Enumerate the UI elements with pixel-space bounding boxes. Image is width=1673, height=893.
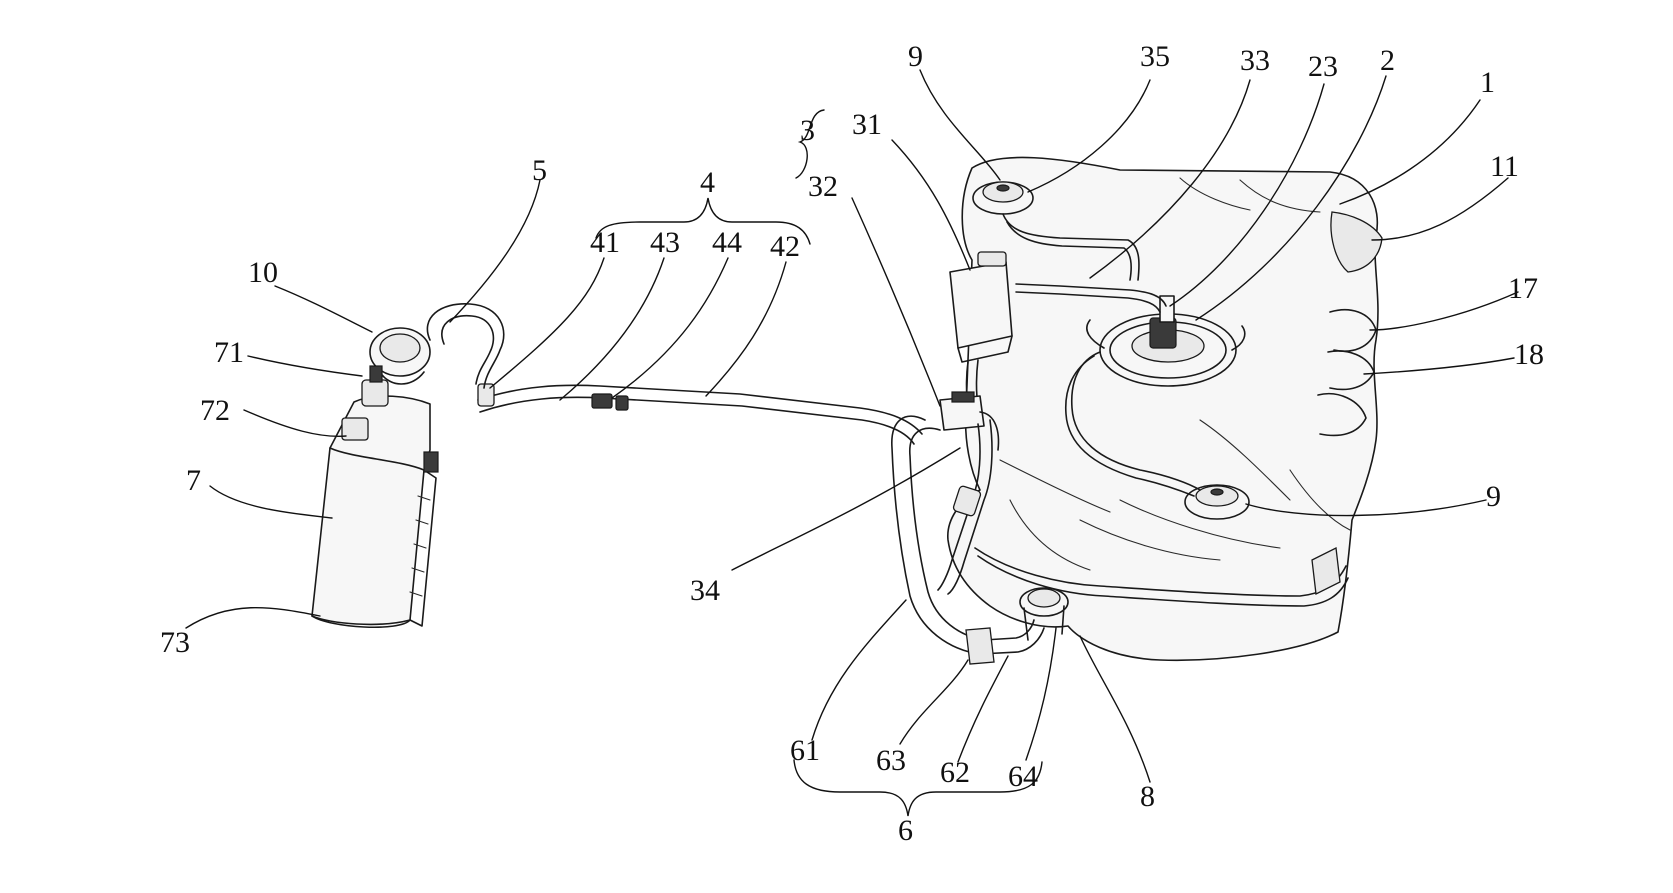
- label-64: 64: [1008, 760, 1038, 793]
- label-4: 4: [700, 166, 715, 199]
- filler-vent-line: [426, 303, 505, 389]
- label-72: 72: [200, 394, 230, 427]
- label-34: 34: [690, 574, 720, 607]
- label-44: 44: [712, 226, 742, 259]
- label-11: 11: [1490, 150, 1519, 183]
- label-32: 32: [808, 170, 838, 203]
- reference-numerals: 1 2 3 4 5 6 7 8 9 9 10 11 17 18 23 31 32…: [160, 40, 1544, 847]
- label-7: 7: [186, 464, 201, 497]
- label-42: 42: [770, 230, 800, 263]
- label-9-top: 9: [908, 40, 923, 73]
- vent-lines: [1002, 213, 1201, 497]
- label-18: 18: [1514, 338, 1544, 371]
- label-17: 17: [1508, 272, 1538, 305]
- charcoal-canister: [311, 365, 439, 628]
- label-5: 5: [532, 154, 547, 187]
- label-73: 73: [160, 626, 190, 659]
- label-41: 41: [590, 226, 620, 259]
- label-61: 61: [790, 734, 820, 767]
- label-3: 3: [800, 114, 815, 147]
- label-23: 23: [1308, 50, 1338, 83]
- label-62: 62: [940, 756, 970, 789]
- fuel-tank: [947, 156, 1383, 662]
- desorption-line: [937, 419, 993, 595]
- solenoid-valve: [939, 391, 1000, 451]
- label-10: 10: [248, 256, 278, 289]
- filler-cap: [369, 327, 431, 385]
- label-35: 35: [1140, 40, 1170, 73]
- label-6: 6: [898, 814, 913, 847]
- label-31: 31: [852, 108, 882, 141]
- filler-pipe: [891, 415, 1069, 665]
- label-8: 8: [1140, 780, 1155, 813]
- top-vent-valve: [972, 181, 1034, 215]
- label-2: 2: [1380, 44, 1395, 77]
- label-43: 43: [650, 226, 680, 259]
- label-71: 71: [214, 336, 244, 369]
- vent-hose-assembly: [477, 383, 923, 445]
- label-33: 33: [1240, 44, 1270, 77]
- label-63: 63: [876, 744, 906, 777]
- label-1: 1: [1480, 66, 1495, 99]
- rear-vent-valve: [1184, 484, 1250, 520]
- label-9-right: 9: [1486, 480, 1501, 513]
- leader-lines: [185, 69, 1519, 817]
